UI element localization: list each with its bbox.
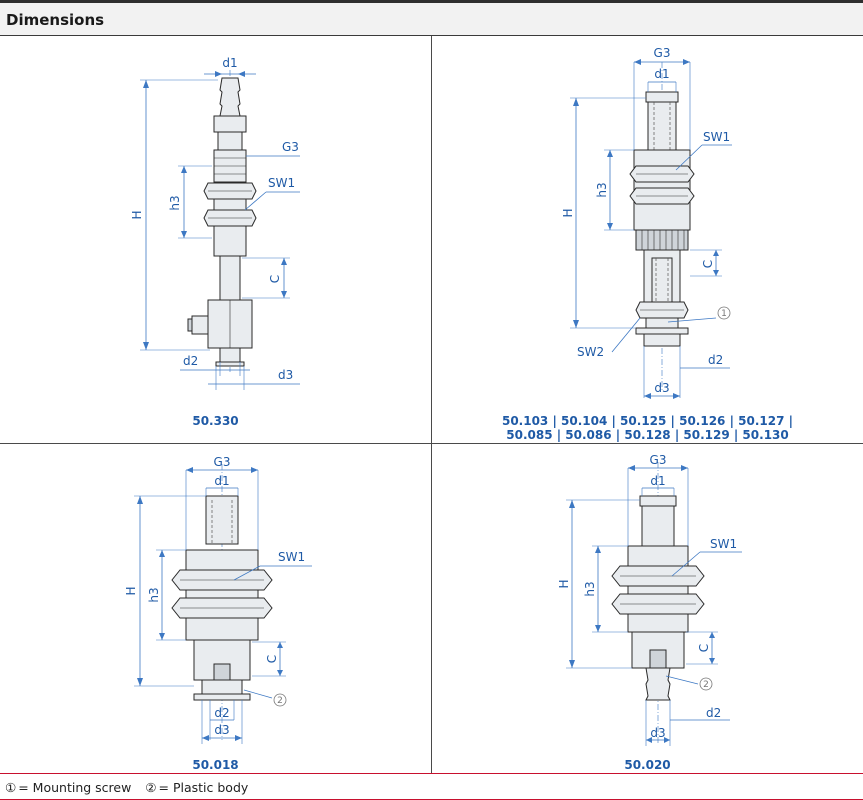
dim-d2-label-4: d2: [706, 706, 721, 720]
legend-text-2: = Plastic body: [158, 780, 249, 795]
dim-d2-label: d2: [183, 354, 198, 368]
dim-h3-label-2: h3: [595, 182, 609, 197]
dim-SW1-label-4: SW1: [710, 537, 737, 551]
dim-SW1-label: SW1: [268, 176, 295, 190]
footer-rule-top: [0, 773, 863, 774]
dim-h3-label-4: h3: [583, 581, 597, 596]
drawing-50-020: H h3 C G3 d1 SW1 2 d2: [557, 453, 742, 746]
dim-d1-label: d1: [222, 56, 237, 70]
dim-h3-label: h3: [168, 195, 182, 210]
panel-caption-series-line1: 50.103 | 50.104 | 50.125 | 50.126 | 50.1…: [501, 414, 794, 428]
dim-G3-label-4: G3: [650, 453, 667, 467]
dim-d1-label-4: d1: [650, 474, 665, 488]
dim-SW1-label-3: SW1: [278, 550, 305, 564]
grid-divider-horizontal: [0, 443, 863, 444]
plastic-body-marker: 2: [277, 696, 283, 706]
dim-h3-label-3: h3: [147, 587, 161, 602]
legend-mark-2: ②: [145, 780, 157, 795]
plastic-body-marker-2: 2: [703, 680, 709, 690]
section-header: Dimensions: [0, 3, 863, 36]
panel-caption-50-330: 50.330: [192, 414, 239, 428]
dim-G3-label-2: G3: [654, 46, 671, 60]
dim-SW2-label: SW2: [577, 345, 604, 359]
dim-d3-label-4: d3: [650, 726, 665, 740]
legend-footer: ①= Mounting screw ②= Plastic body: [5, 780, 248, 795]
section-title: Dimensions: [6, 11, 105, 29]
drawing-50-330: H h3 C d1 G3 SW1 d2 d3: [130, 56, 300, 390]
dim-d3-label: d3: [278, 368, 293, 382]
drawing-50-018: H h3 C G3 d1 SW1 2: [124, 455, 312, 744]
dim-C-label-2: C: [701, 260, 715, 268]
dim-G3-label: G3: [282, 140, 299, 154]
dim-C-label: C: [268, 275, 282, 283]
dim-d2-label-3: d2: [214, 706, 229, 720]
dim-d1-label-3: d1: [214, 474, 229, 488]
dim-H-label-4: H: [557, 579, 571, 588]
panel-caption-50-018: 50.018: [192, 758, 239, 772]
dim-d3-label-2: d3: [654, 381, 669, 395]
dim-H-label-2: H: [561, 208, 575, 217]
dim-H-label-3: H: [124, 586, 138, 595]
dim-d3-label-3: d3: [214, 723, 229, 737]
dim-d1-label-2: d1: [654, 67, 669, 81]
panel-caption-series-line2: 50.085 | 50.086 | 50.128 | 50.129 | 50.1…: [506, 428, 789, 442]
dim-C-label-3: C: [265, 655, 279, 663]
dim-SW1-label-2: SW1: [703, 130, 730, 144]
legend-mark-1: ①: [5, 780, 17, 795]
dim-G3-label-3: G3: [214, 455, 231, 469]
drawing-50-103-series: H h3 C G3 d1 SW1 1 SW2: [561, 46, 732, 399]
dim-C-label-4: C: [697, 644, 711, 652]
top-rule: [0, 0, 863, 3]
legend-text-1: = Mounting screw: [18, 780, 132, 795]
panel-caption-50-020: 50.020: [624, 758, 671, 772]
grid-divider-vertical: [431, 36, 432, 773]
dim-H-label: H: [130, 210, 144, 219]
dim-d2-label-2: d2: [708, 353, 723, 367]
mounting-screw-marker: 1: [721, 309, 727, 319]
